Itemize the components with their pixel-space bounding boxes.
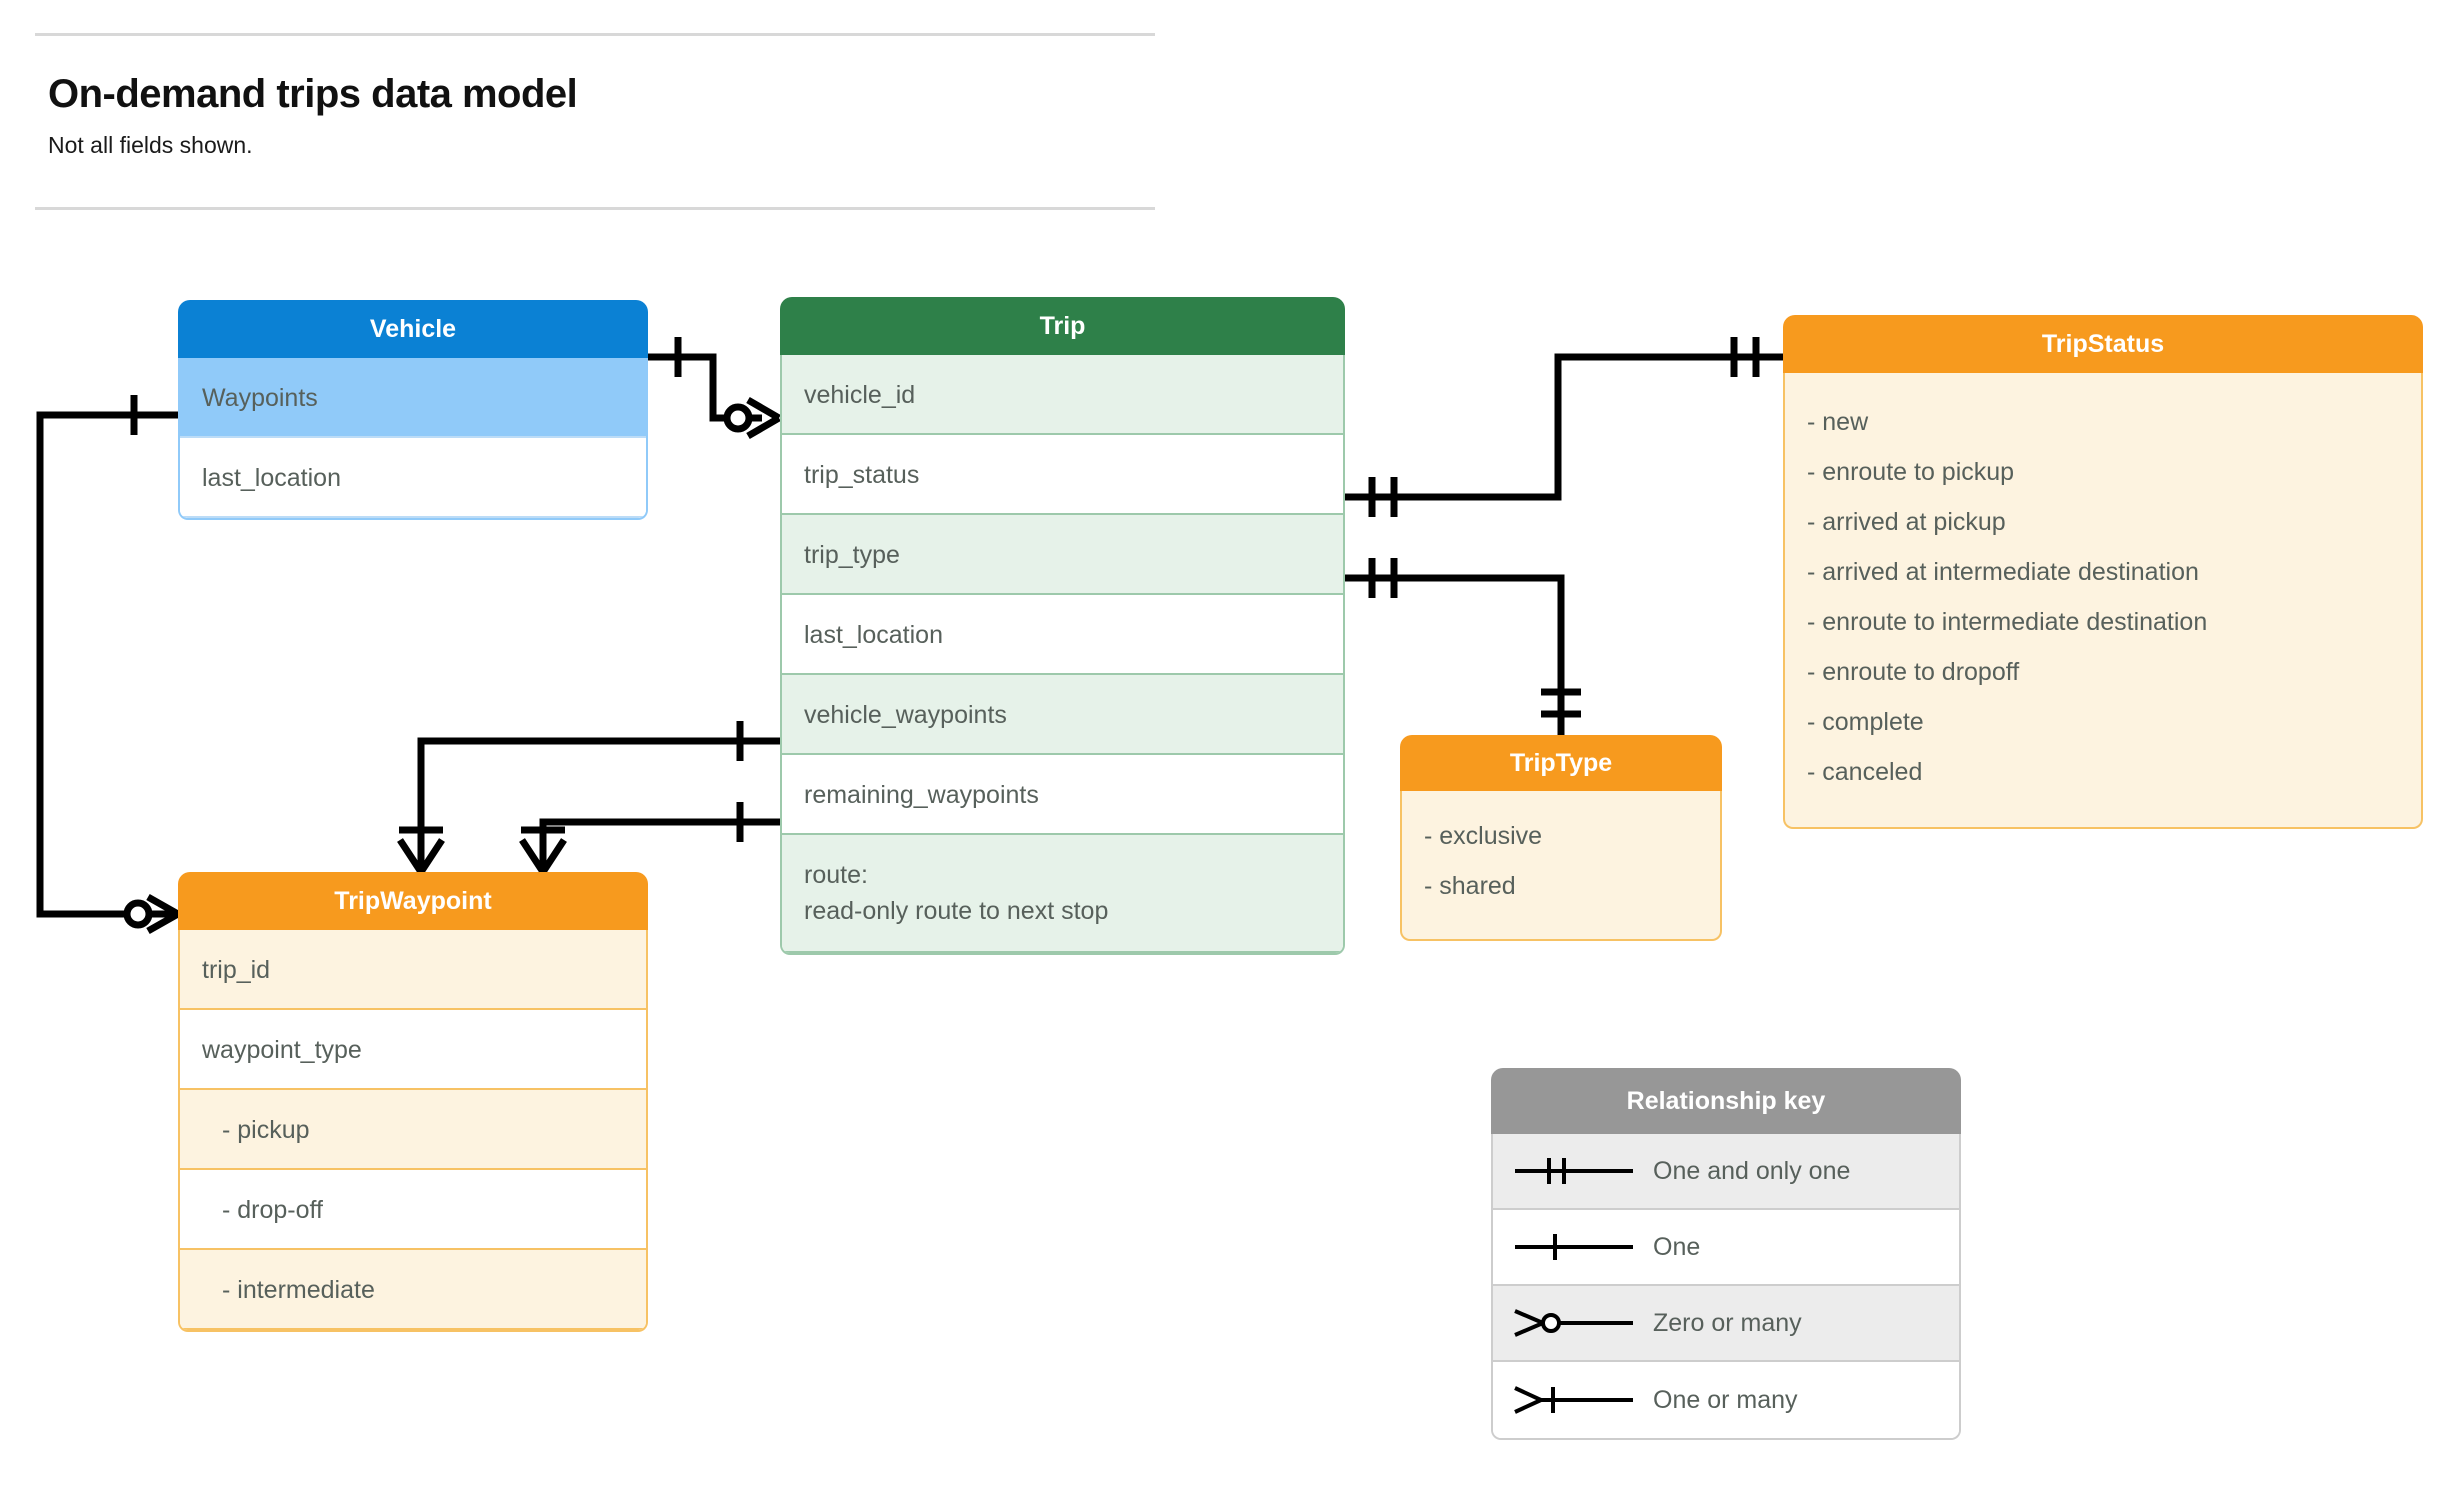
enum-value: - complete (1807, 708, 1924, 736)
legend-item-zero-or-many[interactable]: Zero or many (1493, 1286, 1959, 1362)
enum-value: - enroute to intermediate destination (1807, 608, 2208, 636)
header-rule-bottom (35, 207, 1155, 210)
field-route-description: read-only route to next stop (804, 897, 1109, 926)
legend-item-one-or-many[interactable]: One or many (1493, 1362, 1959, 1438)
crowsfoot-right-vw-tw (418, 838, 445, 874)
one-and-only-one-icon (1515, 1158, 1633, 1184)
entity-tripwaypoint[interactable]: TripWaypoint trip_id waypoint_type - pic… (178, 872, 648, 1332)
zero-or-many-icon (1514, 1309, 1633, 1337)
enum-value: - exclusive (1424, 822, 1543, 850)
entity-tripstatus-values: - new - enroute to pickup - arrived at p… (1783, 373, 2423, 829)
field-waypoints[interactable]: Waypoints (180, 358, 646, 438)
enum-value: - shared (1424, 872, 1516, 900)
entity-tripwaypoint-title: TripWaypoint (178, 872, 648, 930)
enum-value: - arrived at pickup (1807, 508, 2006, 536)
legend-item-label: Zero or many (1653, 1308, 1802, 1337)
enum-value: - enroute to pickup (1807, 458, 2015, 486)
entity-tripwaypoint-rows: trip_id waypoint_type - pickup - drop-of… (178, 930, 648, 1332)
connector-remaining-waypoints (539, 818, 780, 872)
connector-vehicle-waypoints-tripwaypoint (36, 411, 178, 918)
crowsfoot-upper-waypoints-tw (146, 893, 180, 918)
entity-triptype-values: - exclusive - shared (1400, 791, 1722, 941)
entity-triptype[interactable]: TripType - exclusive - shared (1400, 735, 1722, 941)
crowsfoot-upper-vehicle-trip (746, 396, 781, 422)
field-trip-type[interactable]: trip_type (782, 515, 1343, 595)
zero-circle-waypoints-tw (123, 899, 153, 929)
field-vehicle-id[interactable]: vehicle_id (782, 355, 1343, 435)
connector-trip-status (1345, 353, 1783, 501)
enum-value-intermediate: - intermediate (180, 1250, 646, 1330)
header-rule-top (35, 33, 1155, 36)
legend-item-label: One or many (1653, 1385, 1798, 1414)
legend-item-label: One (1653, 1232, 1701, 1261)
legend-title: Relationship key (1491, 1068, 1961, 1134)
zero-circle-vehicle-trip (723, 403, 753, 433)
entity-triptype-title: TripType (1400, 735, 1722, 791)
entity-tripstatus-title: TripStatus (1783, 315, 2423, 373)
legend-item-one[interactable]: One (1493, 1210, 1959, 1286)
crowsfoot-lower-vehicle-trip (746, 414, 781, 440)
field-route-label: route: (804, 861, 868, 889)
field-vehicle-waypoints[interactable]: vehicle_waypoints (782, 675, 1343, 755)
entity-vehicle-title: Vehicle (178, 300, 648, 358)
field-route[interactable]: route: read-only route to next stop (782, 835, 1343, 953)
enum-value-pickup: - pickup (180, 1090, 646, 1170)
connector-trip-type (1345, 574, 1565, 735)
enum-value-dropoff: - drop-off (180, 1170, 646, 1250)
one-icon (1515, 1234, 1633, 1260)
field-waypoint-type[interactable]: waypoint_type (180, 1010, 646, 1090)
enum-value: - enroute to dropoff (1807, 658, 2020, 686)
legend-item-one-and-only-one[interactable]: One and only one (1493, 1134, 1959, 1210)
legend-item-label: One and only one (1653, 1156, 1851, 1185)
one-or-many-icon (1514, 1386, 1633, 1414)
entity-vehicle-rows: Waypoints last_location (178, 358, 648, 520)
field-last-location[interactable]: last_location (180, 438, 646, 518)
field-trip-status[interactable]: trip_status (782, 435, 1343, 515)
field-trip-id[interactable]: trip_id (180, 930, 646, 1010)
enum-value: - canceled (1807, 758, 1923, 786)
entity-trip-rows: vehicle_id trip_status trip_type last_lo… (780, 355, 1345, 955)
page-title: On-demand trips data model (48, 72, 578, 116)
enum-value: - arrived at intermediate destination (1807, 558, 2199, 586)
crowsfoot-lower-waypoints-tw (146, 910, 180, 935)
connector-vehicle-trip (648, 353, 762, 422)
field-remaining-waypoints[interactable]: remaining_waypoints (782, 755, 1343, 835)
crowsfoot-left-rw-tw (519, 838, 546, 874)
entity-trip[interactable]: Trip vehicle_id trip_status trip_type la… (780, 297, 1345, 955)
entity-tripstatus[interactable]: TripStatus - new - enroute to pickup - a… (1783, 315, 2423, 829)
relationship-key-legend: Relationship key One and only one One (1491, 1068, 1961, 1440)
enum-value: - new (1807, 408, 1869, 436)
page-subtitle: Not all fields shown. (48, 132, 253, 158)
crowsfoot-right-rw-tw (540, 838, 567, 874)
legend-rows: One and only one One Zero or many (1491, 1134, 1961, 1440)
field-last-location[interactable]: last_location (782, 595, 1343, 675)
connector-vehicle-waypoints (417, 737, 780, 872)
crowsfoot-left-vw-tw (397, 838, 424, 874)
entity-vehicle[interactable]: Vehicle Waypoints last_location (178, 300, 648, 520)
entity-trip-title: Trip (780, 297, 1345, 355)
